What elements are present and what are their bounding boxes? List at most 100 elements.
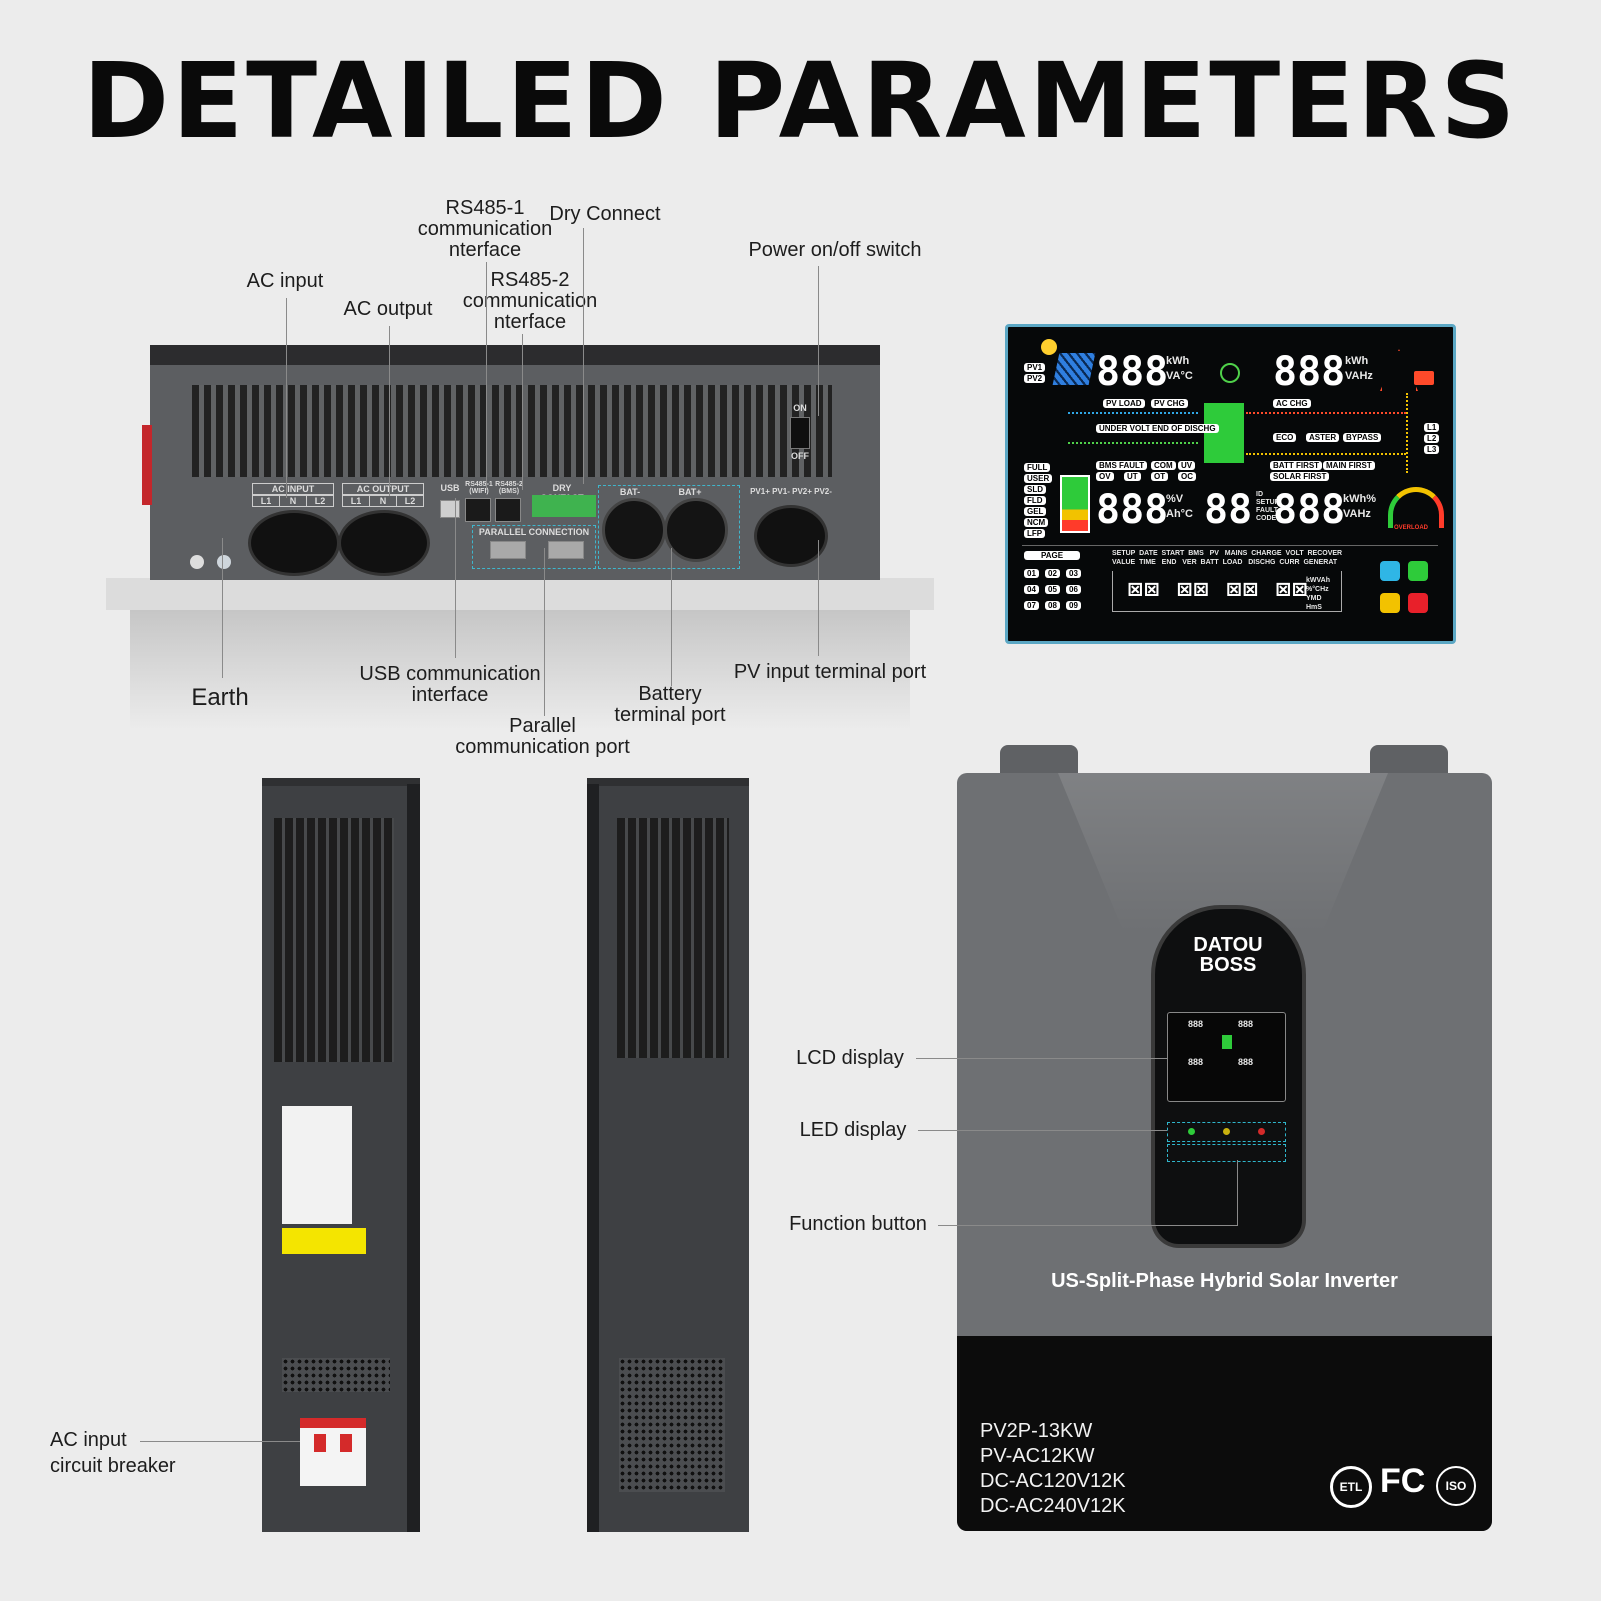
side-unit-right-edge xyxy=(587,784,599,1532)
mode-id: ID xyxy=(1256,491,1263,498)
fc-mark: FC xyxy=(1380,1462,1426,1500)
chip-bypass: BYPASS xyxy=(1343,433,1382,442)
ac-input-breaker[interactable] xyxy=(300,1418,366,1486)
generator-icon xyxy=(1414,371,1434,385)
earth-icon xyxy=(190,555,204,569)
mode-fault: FAULT xyxy=(1256,507,1279,514)
lcd-bottom-left-digits: 888 xyxy=(1096,487,1169,533)
led-yellow xyxy=(1223,1128,1230,1135)
lcd-top-left-unit2: VA°C xyxy=(1166,370,1193,382)
side-right-grille xyxy=(617,818,729,1058)
usb-label-line2: interface xyxy=(411,684,489,706)
leader-ac-output xyxy=(389,326,390,496)
mode-code: CODE xyxy=(1256,515,1277,522)
usb-label: USB communication interface xyxy=(355,664,545,706)
model-2: PV-AC12KW xyxy=(980,1445,1095,1467)
model-1: PV2P-13KW xyxy=(980,1420,1093,1442)
inverter-rear-view: AC INPUT L1 N L2 AC OUTPUT L1 N L2 USB R… xyxy=(142,345,880,580)
function-button-label: Function button xyxy=(789,1213,927,1235)
chip-bms-fault: BMS FAULT xyxy=(1096,461,1148,470)
usb-port[interactable] xyxy=(440,500,460,518)
page-05: 05 xyxy=(1045,585,1060,594)
usb-print: USB xyxy=(440,483,460,493)
leader-lcd xyxy=(916,1058,1167,1059)
function-buttons[interactable] xyxy=(1167,1144,1286,1162)
bottom-unit-1: kWVAh xyxy=(1306,577,1330,584)
lcd-bottom-right-unit1: kWh% xyxy=(1343,493,1376,505)
ac-output-gland[interactable] xyxy=(338,510,430,576)
mini-lcd-digits-2: 888 xyxy=(1238,1019,1254,1029)
chip-ot: OT xyxy=(1151,472,1169,481)
earth-screw[interactable] xyxy=(217,555,231,569)
check-icon xyxy=(1408,561,1428,581)
rs485-1-label-line3: nterface xyxy=(448,239,522,261)
solar-panel-icon xyxy=(1052,353,1096,385)
breaker-toggle-1[interactable] xyxy=(314,1434,326,1452)
chip-uv: UV xyxy=(1178,461,1196,470)
pv-input-label: PV input terminal port xyxy=(733,661,927,683)
model-4: DC-AC240V12K xyxy=(980,1495,1126,1517)
brand-line2: BOSS xyxy=(1199,954,1257,976)
battery-negative-terminal[interactable] xyxy=(602,498,666,562)
ac-input-gland[interactable] xyxy=(248,510,340,576)
dry-connect-label: Dry Connect xyxy=(549,203,661,225)
phase-l3: L3 xyxy=(1424,445,1440,454)
page-09: 09 xyxy=(1066,601,1081,610)
iso-mark: ISO xyxy=(1436,1466,1476,1506)
parallel-port-2[interactable] xyxy=(548,541,584,559)
parallel-box xyxy=(472,525,596,569)
mini-lcd-inverter xyxy=(1222,1035,1232,1049)
chip-main-first: MAIN FIRST xyxy=(1323,461,1375,470)
leader-ac-input xyxy=(286,298,287,498)
battery-label-line2: terminal port xyxy=(614,704,726,726)
mini-lcd-digits-3: 888 xyxy=(1188,1057,1204,1067)
battery-positive-terminal[interactable] xyxy=(664,498,728,562)
warning-sticker xyxy=(282,1228,366,1254)
lcd-screen: PV1 PV2 888 kWh VA°C 888 kWh VAHz PV LOA… xyxy=(1005,324,1456,644)
page-07: 07 xyxy=(1024,601,1039,610)
bat-minus-print: BAT- xyxy=(619,487,641,497)
chip-ov: OV xyxy=(1096,472,1114,481)
lcd-bottom-left-unit2: Ah°C xyxy=(1166,508,1194,520)
brand-line1: DATOU xyxy=(1193,934,1263,956)
chip-eco: ECO xyxy=(1273,433,1297,442)
switch-off-print: OFF xyxy=(791,451,809,461)
pv-input-gland[interactable] xyxy=(754,505,828,567)
bottom-unit-2: %°CHz xyxy=(1306,586,1329,593)
page-03: 03 xyxy=(1066,569,1081,578)
product-name: US-Split-Phase Hybrid Solar Inverter xyxy=(1051,1270,1398,1292)
page-04: 04 xyxy=(1024,585,1039,594)
chip-pv-load: PV LOAD xyxy=(1103,399,1145,408)
leader-earth xyxy=(222,538,223,678)
leader-ac-breaker xyxy=(140,1441,300,1442)
ac-breaker-label-line2: circuit breaker xyxy=(50,1455,176,1477)
lcd-bottom-right-unit2: VAHz xyxy=(1343,508,1371,520)
leader-pv xyxy=(818,540,819,656)
led-red xyxy=(1258,1128,1265,1135)
page-title: DETAILED PARAMETERS xyxy=(82,40,1519,162)
power-switch[interactable] xyxy=(790,417,810,449)
dry-contact-terminal[interactable] xyxy=(532,495,596,517)
rs485-1-port[interactable] xyxy=(465,498,491,522)
bottom-unit-3: YMD xyxy=(1306,595,1322,602)
rs485-1-print: RS485-1 (WIFI) xyxy=(465,481,493,495)
phase-l1: L1 xyxy=(1424,423,1440,432)
ac-input-print: AC INPUT xyxy=(252,483,334,495)
model-3: DC-AC120V12K xyxy=(980,1470,1126,1492)
ac-breaker-label: AC input circuit breaker xyxy=(50,1430,176,1477)
rs485-2-port[interactable] xyxy=(495,498,521,522)
rs485-1-label: RS485-1 communication nterface xyxy=(410,198,560,261)
bottom-unit-4: HmS xyxy=(1306,604,1322,611)
flow-blue-left xyxy=(1068,412,1198,414)
battery-level-icon xyxy=(1060,475,1090,533)
parallel-port-1[interactable] xyxy=(490,541,526,559)
mini-lcd[interactable]: 888 888 888 888 xyxy=(1167,1012,1286,1102)
ac-breaker-label-line1: AC input xyxy=(50,1429,127,1451)
bat-type-sld: SLD xyxy=(1024,485,1046,494)
breaker-toggle-2[interactable] xyxy=(340,1434,352,1452)
pv2-tag: PV2 xyxy=(1024,374,1046,383)
lcd-bottom-right-digits: 888 xyxy=(1273,487,1346,533)
led-green xyxy=(1188,1128,1195,1135)
side-handle xyxy=(142,425,152,505)
unit-shadow xyxy=(130,610,910,730)
